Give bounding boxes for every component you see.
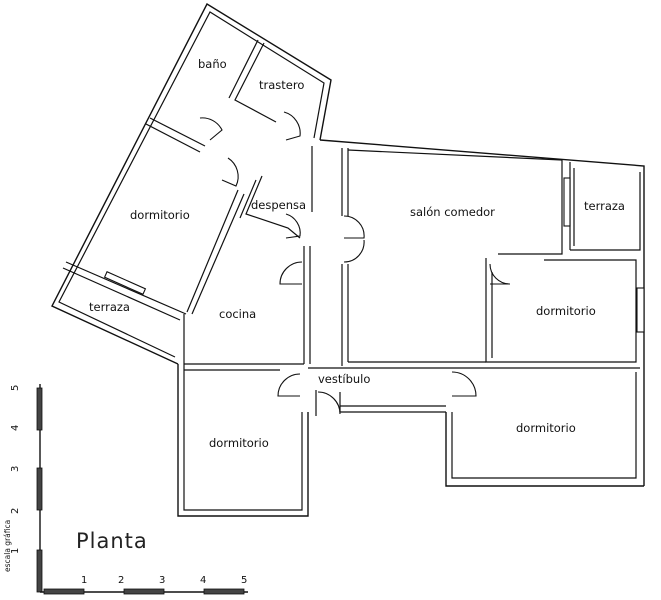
label-dormitorio-se: dormitorio — [516, 421, 576, 435]
despensa-wall-2 — [239, 179, 257, 219]
door-bano — [199, 117, 223, 141]
door-dorm-e — [489, 263, 511, 285]
label-dormitorio-s: dormitorio — [209, 436, 269, 450]
bano-partition-2 — [145, 123, 201, 153]
door-despensa — [285, 213, 301, 239]
v-tick-2: 2 — [10, 508, 21, 514]
label-vestibulo: vestíbulo — [318, 372, 370, 386]
west-column — [177, 364, 309, 517]
door-dormitorio-nw — [221, 157, 239, 187]
nw-outer-wall — [51, 3, 332, 365]
nw-inner-wall — [58, 11, 325, 358]
label-salon: salón comedor — [410, 205, 495, 219]
h-tick-4: 4 — [200, 575, 206, 586]
scale-h-bar-1 — [43, 588, 85, 595]
v-tick-3: 3 — [10, 466, 21, 472]
salon-north-wall-inner — [347, 149, 563, 161]
despensa-wall — [245, 175, 301, 239]
door-cocina — [279, 261, 303, 285]
h-tick-1: 1 — [81, 575, 87, 586]
se-outer-wall — [445, 412, 644, 487]
northwest-wing — [51, 3, 332, 365]
terraza-e-window — [563, 177, 571, 227]
scale-label: escala gráfica — [3, 520, 12, 572]
door-entry — [317, 391, 341, 415]
dorm-east-wall-2 — [191, 193, 245, 315]
label-terraza-e: terraza — [584, 199, 625, 213]
bano-wall-inner — [228, 39, 259, 99]
label-despensa: despensa — [251, 198, 306, 212]
dorm-west-wall-2 — [62, 267, 181, 321]
bano-wall — [234, 42, 277, 123]
door-trastero — [283, 111, 301, 141]
scale-v-bar-2 — [36, 467, 43, 511]
scale-v-bar-1 — [36, 549, 43, 593]
h-tick-3: 3 — [159, 575, 165, 586]
h-tick-5: 5 — [241, 575, 247, 586]
dorm-east-wall — [186, 189, 239, 313]
main-block — [177, 139, 645, 517]
label-dormitorio-nw: dormitorio — [130, 208, 190, 222]
v-tick-5: 5 — [10, 385, 21, 391]
dorm-e-window — [636, 287, 645, 333]
door-salon-double — [343, 215, 365, 263]
label-bano: baño — [198, 57, 227, 71]
terraza-window — [103, 270, 147, 296]
door-dorm-s — [277, 373, 301, 397]
salon-north-wall — [319, 139, 645, 250]
dorm-e-wall — [485, 258, 637, 363]
bano-partition — [149, 117, 206, 147]
label-dormitorio-e: dormitorio — [536, 304, 596, 318]
graphic-scale: 1 2 3 4 5 escala gráfica 1 2 3 4 5 — [3, 384, 248, 595]
dorm-west-wall — [65, 261, 187, 315]
h-tick-2: 2 — [118, 575, 124, 586]
se-inner-wall — [451, 372, 637, 479]
west-column-inner — [183, 314, 303, 511]
salon-east-wall — [498, 160, 563, 255]
terraza-e-wall — [570, 172, 641, 251]
scale-h-bar-3 — [203, 588, 245, 595]
label-cocina: cocina — [219, 307, 256, 321]
label-trastero: trastero — [259, 78, 304, 92]
door-dorm-se — [451, 371, 477, 397]
scale-v-bar-3 — [36, 387, 43, 431]
plan-title: Planta — [76, 529, 148, 553]
v-tick-1: 1 — [10, 548, 21, 554]
label-terraza-w: terraza — [89, 300, 130, 314]
scale-h-bar-2 — [123, 588, 165, 595]
v-tick-4: 4 — [10, 425, 21, 431]
